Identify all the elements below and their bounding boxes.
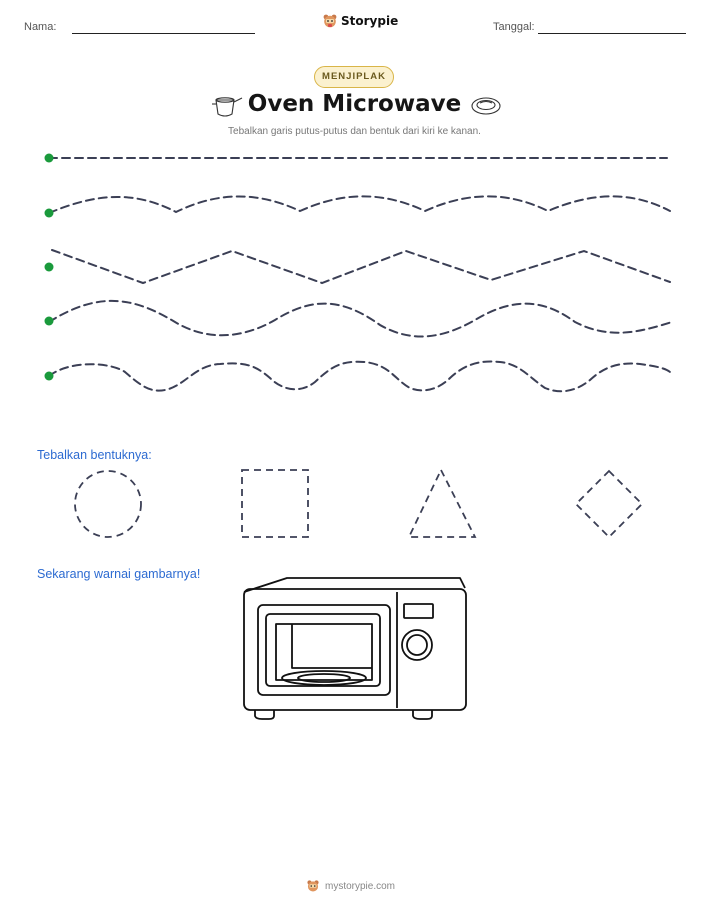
date-label: Tanggal: xyxy=(493,21,535,33)
start-dot-5 xyxy=(44,371,54,381)
start-dot-1 xyxy=(44,153,54,163)
microwave-window xyxy=(265,613,381,687)
footer-site-link[interactable]: mystorypie.com xyxy=(325,880,396,892)
start-dot-2 xyxy=(44,208,54,218)
bear-icon xyxy=(307,880,319,892)
trace-line-wave-large[interactable] xyxy=(48,300,673,338)
name-line xyxy=(72,33,255,34)
instruction-text: Tebalkan garis putus-putus dan bentuk da… xyxy=(228,126,481,137)
foot-right xyxy=(412,710,433,720)
brand-name: Storypie xyxy=(341,14,399,28)
turntable-center xyxy=(297,673,351,683)
activity-badge: MENJIPLAK xyxy=(314,66,394,88)
dial-knob xyxy=(401,629,433,661)
microwave-door xyxy=(257,604,391,696)
microwave-body xyxy=(243,588,467,711)
brand-logo: Storypie xyxy=(322,13,398,29)
bear-icon xyxy=(323,14,337,28)
name-label: Nama: xyxy=(24,21,57,33)
start-dot-4 xyxy=(44,316,54,326)
microwave-cavity xyxy=(275,623,373,681)
page-title: Oven Microwave xyxy=(247,91,462,117)
trace-square[interactable] xyxy=(241,469,309,538)
foot-left xyxy=(254,710,275,720)
trace-line-zigzag[interactable] xyxy=(51,249,671,285)
date-line xyxy=(538,33,686,34)
display-screen xyxy=(403,603,434,619)
footer: mystorypie.com xyxy=(306,879,395,893)
shapes-label: Tebalkan bentuknya: xyxy=(37,448,152,462)
trace-circle[interactable] xyxy=(74,470,142,538)
coloring-label: Sekarang warnai gambarnya! xyxy=(37,567,201,581)
turntable-plate xyxy=(281,670,367,686)
trace-line-bumpy[interactable] xyxy=(48,360,671,393)
dial-knob-inner xyxy=(406,634,428,656)
microwave-top xyxy=(243,577,466,593)
trace-triangle[interactable] xyxy=(407,467,477,538)
trace-line-wave[interactable] xyxy=(48,195,671,214)
start-dot-3 xyxy=(44,262,54,272)
microwave-inner-wall xyxy=(291,624,372,669)
